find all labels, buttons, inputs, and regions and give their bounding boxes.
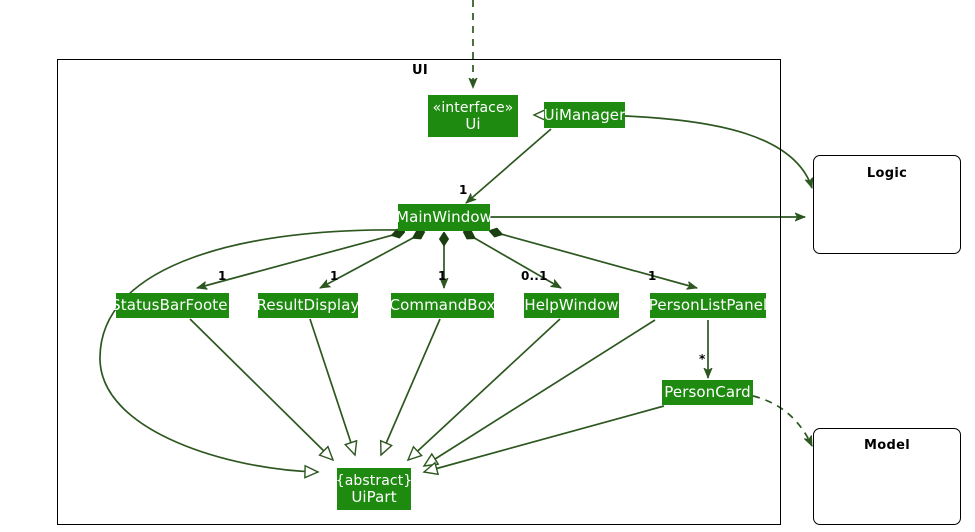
class-name-statusbarfooter: StatusBarFooter	[111, 296, 234, 314]
class-node-mainwindow[interactable]: MainWindow	[396, 204, 492, 231]
multiplicity-statusbarfooter: 1	[218, 269, 227, 283]
package-label-ui: UI	[412, 63, 428, 78]
class-node-commandbox[interactable]: CommandBox	[389, 293, 496, 318]
class-stereotype-ui: «interface»	[432, 99, 514, 116]
class-node-uipart[interactable]: {abstract} UiPart	[335, 468, 413, 510]
package-frame-ui	[57, 59, 781, 525]
edge-personlistpanel-to-uipart	[424, 319, 656, 466]
class-name-mainwindow: MainWindow	[396, 208, 492, 226]
class-name-personlistpanel: PersonListPanel	[648, 296, 768, 314]
class-name-personcard: PersonCard	[664, 383, 751, 401]
class-name-uimanager: UiManager	[543, 105, 626, 124]
class-node-personcard[interactable]: PersonCard	[662, 380, 753, 405]
edge-commandbox-to-uipart	[381, 318, 441, 455]
edge-uimanager-to-mainwindow	[466, 128, 552, 203]
edge-uimanager-to-logic	[624, 115, 812, 188]
edge-personcard-to-model	[752, 395, 813, 446]
edge-personcard-to-uipart	[424, 405, 665, 472]
class-node-personlistpanel[interactable]: PersonListPanel	[648, 293, 768, 318]
multiplicity-helpwindow: 0..1	[521, 269, 548, 283]
class-node-resultdisplay[interactable]: ResultDisplay	[256, 293, 360, 318]
edge-helpwindow-to-uipart	[408, 318, 561, 460]
class-name-helpwindow: HelpWindow	[524, 296, 619, 314]
class-name-uipart: UiPart	[351, 487, 397, 506]
multiplicity-personlistpanel: 1	[648, 269, 657, 283]
edge-mainwindow-to-personlistpanel	[490, 231, 697, 288]
multiplicity-commandbox: 1	[438, 269, 447, 283]
multiplicity-personcard: *	[699, 352, 706, 366]
external-package-model[interactable]	[813, 428, 961, 525]
external-package-label-model: Model	[864, 438, 910, 453]
class-name-resultdisplay: ResultDisplay	[256, 296, 360, 314]
class-stereotype-uipart: {abstract}	[335, 472, 413, 489]
multiplicity-ui: 1	[459, 183, 468, 197]
class-name-commandbox: CommandBox	[389, 296, 496, 314]
external-package-label-logic: Logic	[866, 166, 908, 181]
class-node-ui[interactable]: «interface» Ui	[428, 95, 518, 137]
class-node-uimanager[interactable]: UiManager	[544, 102, 625, 128]
edge-resultdisplay-to-uipart	[309, 318, 355, 455]
class-node-helpwindow[interactable]: HelpWindow	[524, 293, 619, 318]
external-package-logic[interactable]	[813, 155, 961, 254]
edge-mainwindow-to-uipart	[99, 229, 401, 472]
multiplicity-resultdisplay: 1	[330, 269, 339, 283]
class-name-ui: Ui	[465, 114, 481, 133]
class-node-statusbarfooter[interactable]: StatusBarFooter	[111, 293, 234, 318]
edge-statusbarfooter-to-uipart	[189, 318, 333, 460]
edge-mainwindow-to-resultdisplay	[320, 232, 424, 289]
